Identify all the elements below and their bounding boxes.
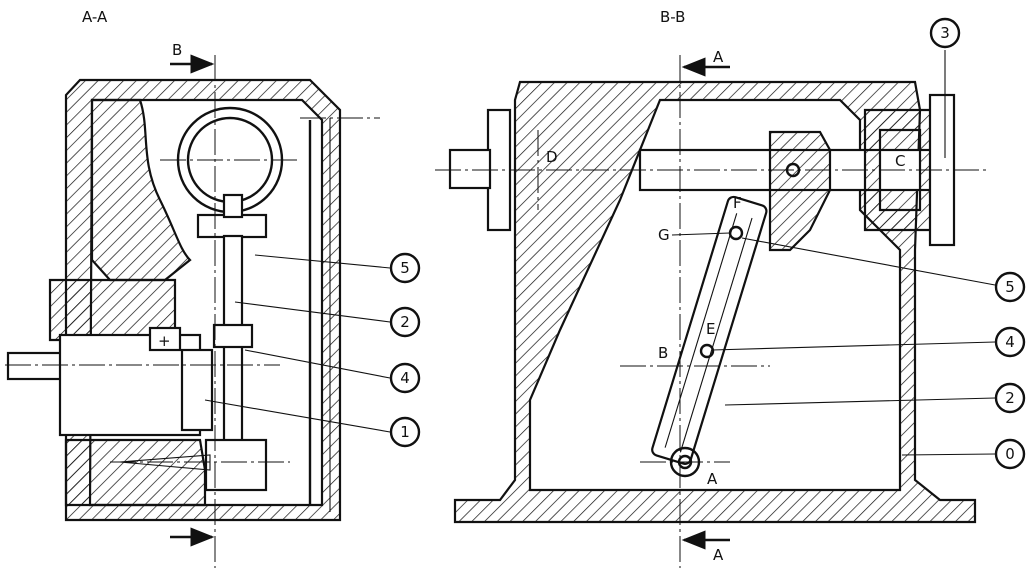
svg-text:3: 3 [940, 24, 950, 42]
leader-1-left [204, 399, 391, 433]
callout-4-right: 4 [994, 326, 1026, 358]
shaft-stub [448, 148, 492, 190]
section-label-a-top: A [713, 48, 724, 66]
housing-left-boss [90, 98, 192, 282]
callout-4-left: 4 [389, 362, 421, 394]
view-title-a-a: A-A [82, 8, 108, 26]
bottom-bolt-head [204, 438, 268, 492]
pin-e [699, 343, 715, 359]
pin-block [148, 326, 182, 352]
leader-0-right [901, 453, 996, 456]
leader-4-right [711, 341, 996, 351]
point-label-d: D [546, 148, 558, 166]
leader-4-left [244, 349, 391, 379]
link-slot-left [664, 213, 738, 448]
callout-3-right: 3 [929, 17, 961, 49]
g-leader [671, 232, 731, 236]
leader-2-right [724, 397, 996, 406]
point-label-e: E [706, 320, 715, 338]
slider-block-1 [180, 348, 214, 432]
point-label-g: G [658, 226, 670, 244]
svg-text:5: 5 [1005, 278, 1015, 296]
plus-mark: + [158, 332, 171, 350]
svg-text:4: 4 [400, 369, 410, 387]
svg-text:0: 0 [1005, 445, 1015, 463]
inclined-link [651, 195, 768, 465]
svg-text:1: 1 [400, 423, 410, 441]
callout-2-left: 2 [389, 306, 421, 338]
callout-5-right: 5 [994, 271, 1026, 303]
view-title-b-b: B-B [660, 8, 685, 26]
svg-text:2: 2 [1005, 389, 1015, 407]
leader-2-left [234, 301, 391, 323]
middle-collar [212, 323, 254, 349]
leader-5-right [741, 237, 996, 286]
callout-1-left: 1 [389, 416, 421, 448]
point-label-b: B [658, 344, 668, 362]
view-a-a: A-A + B [5, 8, 421, 568]
point-label-a: A [707, 470, 718, 488]
leader-5-left [254, 254, 391, 269]
callout-2-right: 2 [994, 382, 1026, 414]
section-label-a-bottom: A [713, 546, 724, 564]
link-slot-right [679, 217, 753, 453]
svg-text:2: 2 [400, 313, 410, 331]
lower-boss [64, 438, 207, 507]
callout-0-right: 0 [994, 438, 1026, 470]
callout-5-left: 5 [389, 252, 421, 284]
top-pin-cap [196, 213, 268, 239]
view-b-b: B-B A A D [435, 8, 1026, 568]
svg-text:5: 5 [400, 259, 410, 277]
point-label-f: F [733, 194, 742, 212]
point-label-c: C [895, 152, 905, 170]
section-label-b-left: B [172, 41, 182, 59]
housing-left-wall [64, 78, 342, 522]
top-pin-head [222, 193, 244, 219]
svg-text:4: 4 [1005, 333, 1015, 351]
crank-bracket [768, 130, 832, 252]
